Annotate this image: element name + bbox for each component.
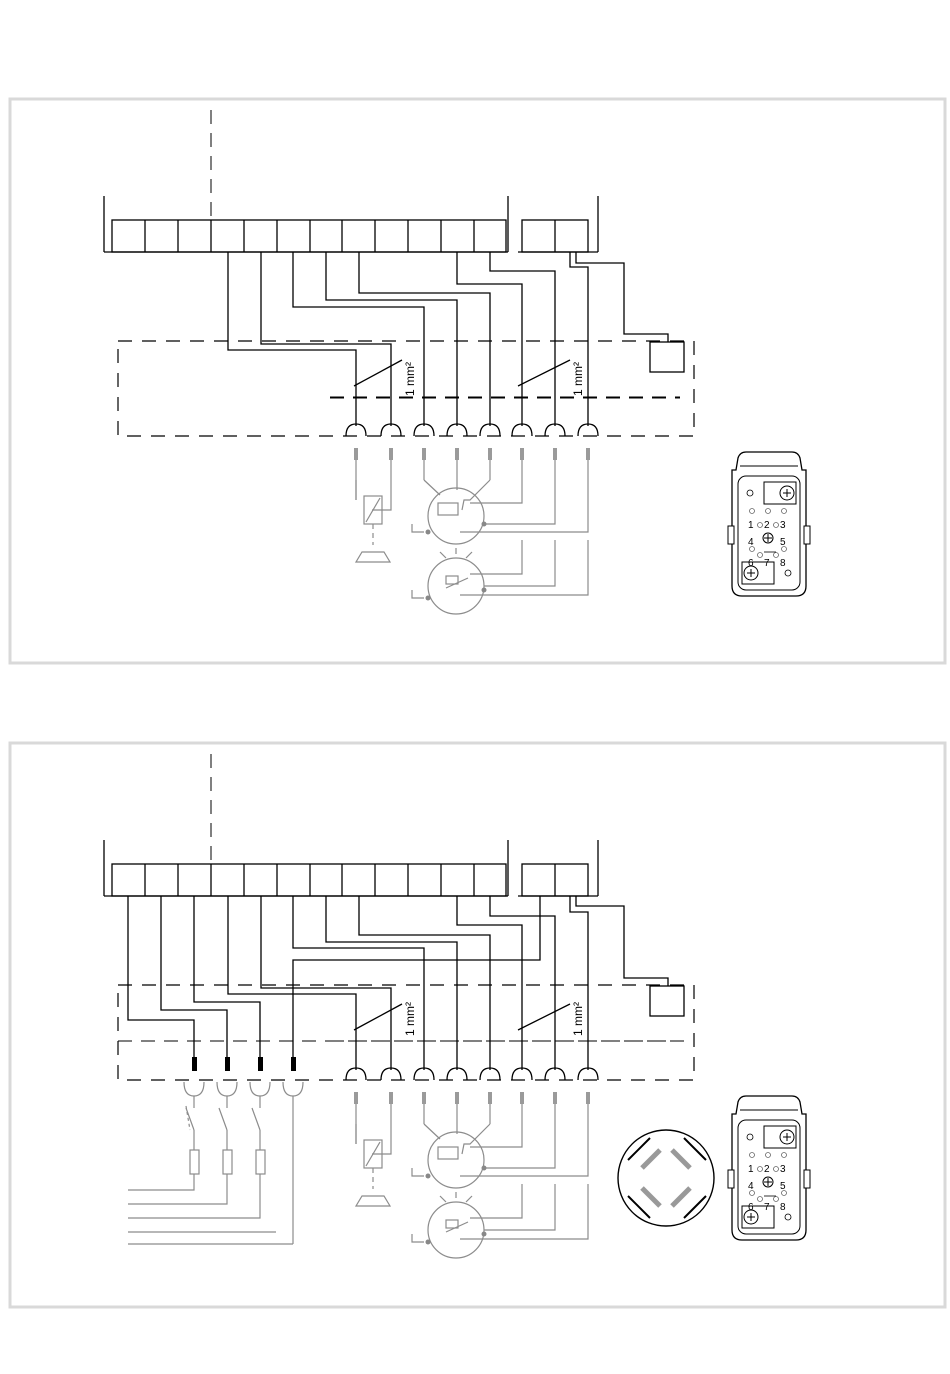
connector-pinout: 1 2 3 4 5 6 7 8 bbox=[728, 452, 810, 596]
pin-7: 7 bbox=[764, 1202, 770, 1213]
diagram-2: 1 mm² 1 mm² 1 2 3 4 5 6 7 8 bbox=[10, 743, 945, 1307]
pin-5: 5 bbox=[780, 1181, 786, 1192]
pin-6: 6 bbox=[748, 558, 754, 569]
pin-5: 5 bbox=[780, 537, 786, 548]
cross-section-label-1: 1 mm² bbox=[403, 1002, 417, 1036]
pin-4: 4 bbox=[748, 537, 754, 548]
pin-2: 2 bbox=[764, 520, 770, 531]
terminal-strip bbox=[104, 754, 598, 896]
pin-1: 1 bbox=[748, 1164, 754, 1175]
cross-section-label-2: 1 mm² bbox=[571, 362, 585, 396]
cross-section-label-1: 1 mm² bbox=[403, 362, 417, 396]
pin-7: 7 bbox=[764, 558, 770, 569]
pin-8: 8 bbox=[780, 558, 786, 569]
fuse-terminals bbox=[128, 1057, 303, 1244]
pin-6: 6 bbox=[748, 1202, 754, 1213]
pin-3: 3 bbox=[780, 520, 786, 531]
wire-bundle bbox=[228, 252, 668, 426]
pin-3: 3 bbox=[780, 1164, 786, 1175]
diagram-1: 1 mm² 1 mm² 1 2 3 4 5 6 7 8 bbox=[10, 99, 945, 663]
cross-section-label-2: 1 mm² bbox=[571, 1002, 585, 1036]
wire-bundle bbox=[128, 896, 668, 1070]
pin-8: 8 bbox=[780, 1202, 786, 1213]
terminal-and-loads bbox=[330, 342, 684, 614]
terminal-strip bbox=[104, 110, 598, 252]
pin-4: 4 bbox=[748, 1181, 754, 1192]
round-plug-face bbox=[618, 1130, 714, 1226]
connector-pinout: 1 2 3 4 5 6 7 8 bbox=[728, 1096, 810, 1240]
pin-1: 1 bbox=[748, 520, 754, 531]
pin-2: 2 bbox=[764, 1164, 770, 1175]
terminal-and-loads bbox=[330, 986, 684, 1258]
